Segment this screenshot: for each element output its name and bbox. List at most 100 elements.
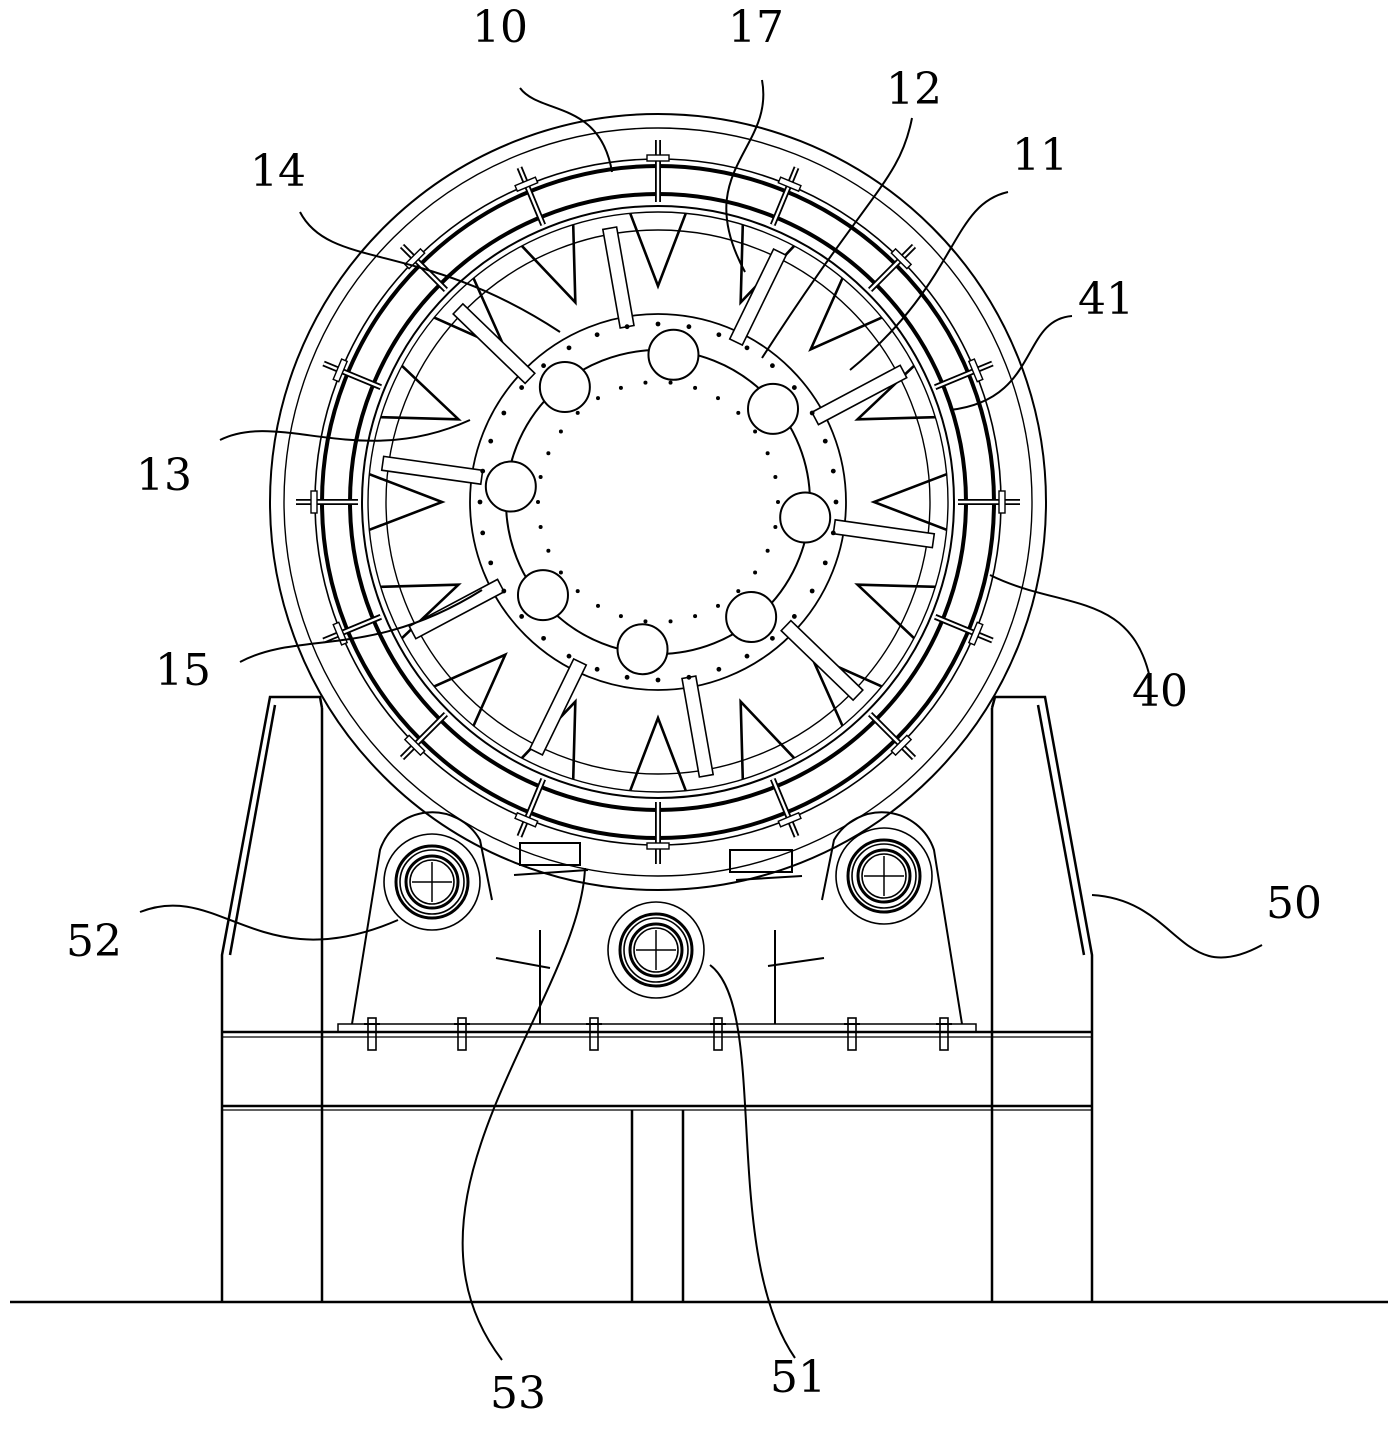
radial-rod-2 — [728, 247, 788, 347]
inner-chamber-11 — [385, 229, 931, 775]
shell-bolt-core-10 — [518, 778, 545, 837]
disc-rivet-outer-31 — [744, 345, 750, 351]
roller-right-ring-3 — [851, 843, 917, 909]
shell-bolt-nut-1 — [646, 154, 670, 162]
disc-rivet-inner-23 — [643, 380, 648, 385]
shell-bolt-nut-13 — [310, 490, 318, 514]
disc-rivet-inner-25 — [693, 385, 698, 390]
disc-rivet-inner-1 — [776, 500, 780, 504]
disc-rivet-inner-12 — [575, 589, 580, 594]
anchor-bolt-4 — [713, 1017, 723, 1051]
shell-bolt-nut-7 — [890, 734, 913, 757]
support-rollers — [383, 827, 933, 999]
shell-bolt-nut-3 — [890, 247, 913, 270]
disc-rivet-outer-1 — [833, 499, 839, 505]
drum-assembly — [269, 113, 1047, 891]
disc-hole-6 — [516, 569, 569, 622]
anchor-bolt-2 — [457, 1017, 467, 1051]
callout-53: 53 — [490, 1368, 546, 1419]
liner-ring-10 — [361, 205, 955, 799]
leader-40 — [989, 574, 1151, 679]
callout-50: 50 — [1266, 878, 1322, 929]
leader-10 — [519, 87, 613, 173]
roller-center-51-ring-2 — [618, 912, 694, 988]
anchor-bolt-3 — [589, 1017, 599, 1051]
roller-right — [835, 827, 933, 925]
anchor-bolt-5 — [847, 1017, 857, 1051]
adjusting-brackets — [495, 842, 825, 969]
callout-15: 15 — [155, 645, 211, 696]
radial-rod-3 — [810, 364, 908, 426]
shell-bolt-core-2 — [771, 167, 798, 226]
callout-52: 52 — [66, 916, 122, 967]
disc-hole-3 — [779, 491, 832, 544]
roller-left-52 — [383, 833, 481, 931]
callout-10: 10 — [472, 2, 528, 53]
disc-rivet-inner-3 — [765, 548, 770, 553]
disc-rivet-inner-17 — [538, 475, 543, 480]
disc-rivet-outer-13 — [566, 653, 572, 659]
shell-bolt-core-16 — [518, 167, 545, 226]
radial-rod-7 — [528, 657, 588, 757]
callout-13: 13 — [136, 450, 192, 501]
shell-bolt-core-12 — [323, 615, 382, 642]
roller-left-52-ring-2 — [394, 844, 470, 920]
leader-12 — [761, 117, 913, 359]
shell-bolt-nut-4 — [967, 358, 984, 383]
lifting-paddle-16 — [520, 224, 577, 306]
disc-rivet-outer-5 — [791, 614, 797, 619]
leader-11 — [849, 191, 1009, 371]
radial-rod-5 — [780, 619, 864, 702]
disc-rivet-inner-13 — [558, 570, 563, 575]
shell-bolt-nut-11 — [403, 734, 426, 757]
disc-rivet-outer-4 — [809, 588, 815, 594]
base-anchor-bolts — [364, 1017, 952, 1051]
disc-rivet-inner-5 — [736, 589, 741, 594]
shell-bolt-core-15 — [401, 245, 447, 291]
disc-rivet-inner-21 — [596, 396, 600, 401]
anchor-bolt-6 — [939, 1017, 949, 1051]
leader-41 — [949, 315, 1073, 411]
disc-rivet-outer-17 — [488, 560, 494, 566]
disc-rivet-outer-16 — [501, 588, 507, 594]
roller-center-51-ring-4 — [628, 922, 684, 978]
roller-left-52-ring-1 — [383, 833, 481, 931]
roller-left-52-ring-3 — [399, 849, 465, 915]
roller-center-51 — [607, 901, 705, 999]
radial-rod-10 — [452, 302, 536, 385]
shell-bolt-nut-6 — [967, 621, 984, 646]
shell-bolt-nut-9 — [646, 842, 670, 850]
leader-lines — [139, 79, 1263, 1361]
roller-right-ring-2 — [846, 838, 922, 914]
leader-51 — [709, 964, 796, 1359]
disc-rivet-outer-30 — [716, 332, 722, 338]
shell-bolt-nut-15 — [403, 247, 426, 270]
disc-rivet-outer-29 — [686, 324, 692, 330]
disc-rivet-outer-32 — [770, 363, 775, 369]
leader-17 — [725, 79, 765, 273]
leader-53 — [461, 867, 586, 1361]
shell-bolt-core-3 — [869, 245, 915, 291]
lifting-paddle-13 — [368, 472, 446, 532]
roller-center-51-ring-1 — [607, 901, 705, 999]
disc-rivet-outer-22 — [501, 410, 507, 416]
shell-bolt-core-14 — [323, 362, 382, 389]
disc-rivet-outer-9 — [686, 674, 692, 680]
leader-50 — [1091, 894, 1263, 959]
callout-14: 14 — [250, 146, 306, 197]
liner-ring-inner — [367, 211, 949, 793]
disc-rivet-inner-9 — [643, 619, 648, 624]
disc-rivet-inner-6 — [716, 603, 720, 608]
shell-bolt-core-4 — [934, 362, 993, 389]
shell-bolt-core-6 — [934, 615, 993, 642]
radial-rod-4 — [832, 518, 936, 549]
shell-bolt-core-11 — [401, 713, 447, 759]
disc-hole-2 — [747, 382, 800, 435]
lifting-paddle-9 — [628, 714, 688, 792]
lifting-paddle-1 — [628, 212, 688, 290]
disc-rivet-inner-28 — [753, 429, 758, 434]
roller-center-51-ring-5 — [633, 927, 679, 973]
disc-rivet-outer-33 — [791, 385, 797, 390]
